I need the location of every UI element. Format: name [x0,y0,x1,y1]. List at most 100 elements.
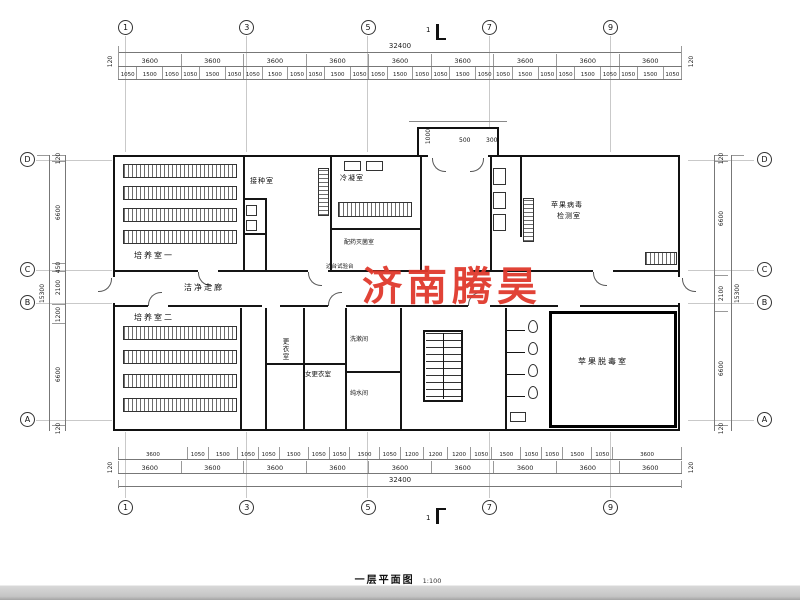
wall [115,270,678,272]
dim-label: 1500 [491,447,520,459]
dim-text: 15300 [39,283,47,304]
axis-bubble: D [20,152,35,167]
shelving-row [123,326,237,340]
dim-label: 15300 [732,155,744,431]
dim-left-total: 15300 [37,155,50,431]
pass-box [246,220,257,231]
canopy-line [409,121,507,122]
dim-label: 3600 [555,54,619,66]
wall [303,308,305,429]
axis-bubble: A [757,412,772,427]
dim-label: 1050 [349,67,368,79]
dim-label: 3600 [118,447,187,459]
wall [243,198,267,200]
axis-line [489,432,490,498]
dim-label: 1500 [207,447,237,459]
dim-label: 3600 [180,461,244,473]
toilet-fixture [528,386,538,399]
door-opening [262,304,280,308]
dim-label: 1050 [618,67,637,79]
room-label-corridor: 洁净走廊 [184,283,224,292]
dim-label: 450 [52,261,65,273]
section-number: 1 [426,514,432,522]
dim-label: 1500 [278,447,308,459]
dim-label: 1050 [430,67,449,79]
axis-line [367,432,368,498]
section-marker-top: 1 [426,24,449,44]
wall [243,233,267,235]
dim-edge: 120 [688,55,696,68]
dim-label: 2100 [715,274,728,312]
dim-label: 1500 [511,67,538,79]
dim-entrance: 300 [486,137,498,144]
dim-label: 1050 [493,67,511,79]
dim-label: 1050 [662,67,683,79]
room-label-culture1: 培养室一 [134,251,174,260]
watermark: 济南腾昊 [362,264,542,310]
axis-bubble: 7 [481,500,497,515]
dim-edge: 120 [107,461,115,474]
dim-label: 3600 [118,461,181,473]
dim-label: 1500 [562,447,591,459]
footer-bar [0,585,800,600]
room-label-inoculation: 接种室 [250,177,274,185]
dim-label: 1500 [574,67,600,79]
room-detox-wall [549,311,677,428]
dim-label: 1050 [243,67,261,79]
wall [423,330,463,332]
dim-label: 3600 [118,54,181,66]
dim-label: 1050 [541,447,562,459]
equipment [493,168,506,185]
shelving-row [123,164,237,178]
dim-label: 1050 [600,67,618,79]
axis-line [36,303,112,304]
dim-right-total: 15300 [731,155,744,431]
dim-label: 3600 [243,54,306,66]
axis-line [688,270,754,271]
door-arc [682,278,696,292]
wall [332,228,420,230]
shelving-row [123,230,237,244]
room-label-culture2: 培养室二 [134,313,174,322]
axis-line [610,432,611,498]
dim-label: 3600 [430,461,494,473]
work-bench [523,198,534,242]
dim-label: 1050 [118,67,136,79]
dim-label: 1050 [162,67,180,79]
sink [510,412,526,422]
dim-label: 15300 [37,155,49,431]
dim-label: 3600 [368,461,431,473]
dim-text: 2100 [718,285,725,302]
section-marker-bottom: 1 [426,506,449,526]
dim-text: 120 [717,422,725,435]
dim-label: 120 [715,422,728,435]
dim-entrance: 1000 [425,128,433,145]
axis-bubble: 5 [360,20,376,35]
dim-label: 1050 [307,447,329,459]
dim-label: 1200 [399,447,424,459]
dim-text: 120 [717,152,725,165]
dim-label: 120 [52,153,65,164]
wall [240,308,242,429]
work-bench [318,168,329,216]
axis-line [489,36,490,152]
room-label-virus-test-1: 苹果病毒 [551,201,583,209]
dim-label: 1050 [470,447,491,459]
axis-bubble: 9 [603,500,618,515]
dim-label: 3600 [430,54,494,66]
dim-text: 450 [54,261,62,273]
dim-label: 1500 [449,67,475,79]
dim-label: 1050 [287,67,305,79]
stair-divider [443,333,444,399]
room-label-wash: 洗漱间 [350,336,369,343]
dim-edge: 120 [688,461,696,474]
wall [420,157,422,270]
axis-bubble: 1 [118,20,133,35]
axis-bubble: 5 [360,500,376,515]
dim-label: 1500 [324,67,350,79]
wall [345,371,400,373]
stall-wall [507,374,525,375]
